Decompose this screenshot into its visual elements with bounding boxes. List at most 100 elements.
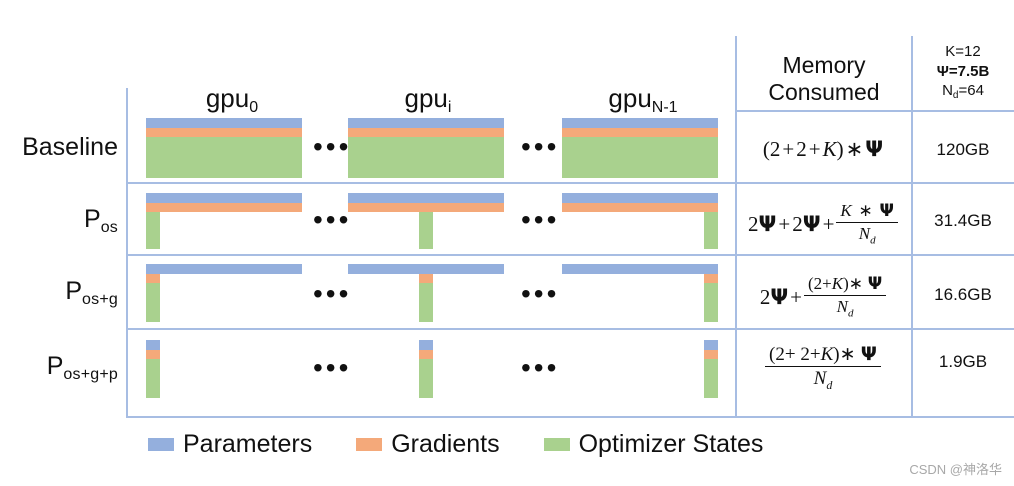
legend-swatch-optimizer-states — [543, 438, 570, 451]
constant-nd-prefix: N — [942, 82, 953, 99]
segment-gradients — [146, 203, 302, 212]
gpu-header-i-name: gpu — [404, 83, 448, 113]
formula-token: K — [820, 344, 834, 365]
segment-optimizer-states — [146, 137, 302, 178]
formula-token: + — [782, 137, 795, 161]
segment-optimizer-states — [704, 212, 718, 249]
segment-parameters — [419, 340, 433, 350]
gpu-header-n1: gpuN-1 — [558, 83, 728, 116]
segment-gradients — [348, 203, 504, 212]
row-label-posg: Pos+g — [0, 277, 118, 308]
segment-optimizer-states — [704, 283, 718, 322]
formula-token: K — [831, 274, 844, 293]
formula-token: Ψ — [867, 274, 883, 294]
legend: Parameters Gradients Optimizer States — [148, 430, 763, 459]
formula-token: 2 — [759, 284, 771, 309]
ellipsis-text: ••• — [313, 204, 352, 235]
formula-fraction-denominator: Nd — [765, 367, 881, 393]
segment-gradients — [419, 274, 433, 283]
segment-parameters — [146, 264, 302, 274]
segment-parameters — [146, 340, 160, 350]
constant-nd-suffix: =64 — [958, 82, 984, 99]
grid-vline-mem — [735, 36, 737, 418]
segment-optimizer-states — [146, 283, 160, 322]
segment-optimizer-states — [419, 283, 433, 322]
gpu-header-i-index: i — [447, 99, 452, 116]
row-label-posgp-text: P — [46, 352, 64, 380]
segment-optimizer-states — [348, 137, 504, 178]
legend-swatch-parameters — [148, 438, 174, 451]
segment-gradients — [146, 274, 160, 283]
bar-pos-gpun1 — [562, 193, 718, 249]
grid-hline-r3 — [126, 328, 1014, 330]
row-label-pos-text: P — [84, 205, 101, 233]
row-label-posgp-sub: os+g+p — [63, 366, 118, 383]
legend-item-parameters: Parameters — [148, 430, 312, 459]
ellipsis-posgp-2: ••• — [521, 354, 559, 382]
formula-baseline: (2+2+K)∗Ψ — [735, 137, 911, 162]
row-label-posg-sub: os+g — [82, 291, 118, 308]
segment-parameters — [348, 118, 504, 128]
memory-value-posg: 16.6GB — [903, 285, 1014, 305]
gpu-header-0: gpu0 — [152, 83, 312, 116]
formula-token: Ψ — [879, 201, 894, 221]
segment-optimizer-states — [419, 212, 433, 249]
bar-baseline-gpu0 — [146, 118, 302, 178]
segment-optimizer-states — [146, 212, 160, 249]
segment-optimizer-states — [146, 359, 160, 398]
formula-token: 2 — [769, 137, 781, 161]
memory-value-text: 1.9GB — [938, 352, 988, 371]
ellipsis-pos-2: ••• — [521, 206, 559, 234]
row-label-posgp: Pos+g+p — [0, 352, 118, 383]
segment-parameters — [704, 340, 718, 350]
grid-hline-r1 — [126, 182, 1014, 184]
segment-optimizer-states — [562, 137, 718, 178]
formula-token: Ψ — [770, 284, 789, 309]
gpu-header-n1-name: gpu — [608, 83, 652, 113]
row-label-baseline: Baseline — [0, 133, 118, 162]
formula-token: d — [848, 306, 854, 319]
segment-parameters — [348, 193, 504, 203]
formula-token: (2+ 2+ — [769, 344, 821, 365]
constant-psi: Ψ=7.5B — [936, 62, 990, 80]
ellipsis-text: ••• — [313, 352, 352, 383]
segment-parameters — [146, 193, 302, 203]
gpu-header-i: gpui — [348, 83, 508, 116]
segment-parameters — [146, 118, 302, 128]
formula-token: K — [822, 137, 837, 161]
segment-optimizer-states — [704, 359, 718, 398]
bar-posgp-gpun1 — [562, 340, 718, 398]
row-label-baseline-text: Baseline — [22, 133, 118, 161]
segment-parameters — [562, 193, 718, 203]
segment-gradients — [562, 128, 718, 137]
ellipsis-text: ••• — [313, 131, 352, 162]
memory-value-baseline: 120GB — [903, 140, 1014, 160]
gpu-header-0-index: 0 — [249, 99, 259, 116]
grid-vline-left — [126, 88, 128, 418]
formula-token: 2 — [792, 211, 803, 236]
ellipsis-text: ••• — [521, 352, 560, 383]
legend-label-optimizer-states: Optimizer States — [578, 430, 764, 458]
formula-token: Ψ — [758, 211, 777, 236]
formula-token: + — [808, 137, 821, 161]
segment-gradients — [704, 274, 718, 283]
formula-token: d — [826, 377, 833, 392]
formula-token: )∗ — [843, 274, 863, 293]
segment-gradients — [419, 350, 433, 359]
memory-value-text: 120GB — [936, 140, 990, 159]
ellipsis-baseline-1: ••• — [313, 133, 351, 161]
ellipsis-text: ••• — [521, 131, 560, 162]
memory-consumed-header-line2: Consumed — [768, 79, 880, 106]
segment-gradients — [704, 350, 718, 359]
memory-value-text: 16.6GB — [934, 285, 992, 304]
bar-pos-gpui — [348, 193, 504, 249]
formula-token: Ψ — [802, 211, 821, 236]
grid-hline-bottom — [126, 416, 1014, 418]
formula-token: ∗ — [858, 201, 873, 220]
formula-fraction-numerator: K ∗ Ψ — [836, 201, 898, 223]
